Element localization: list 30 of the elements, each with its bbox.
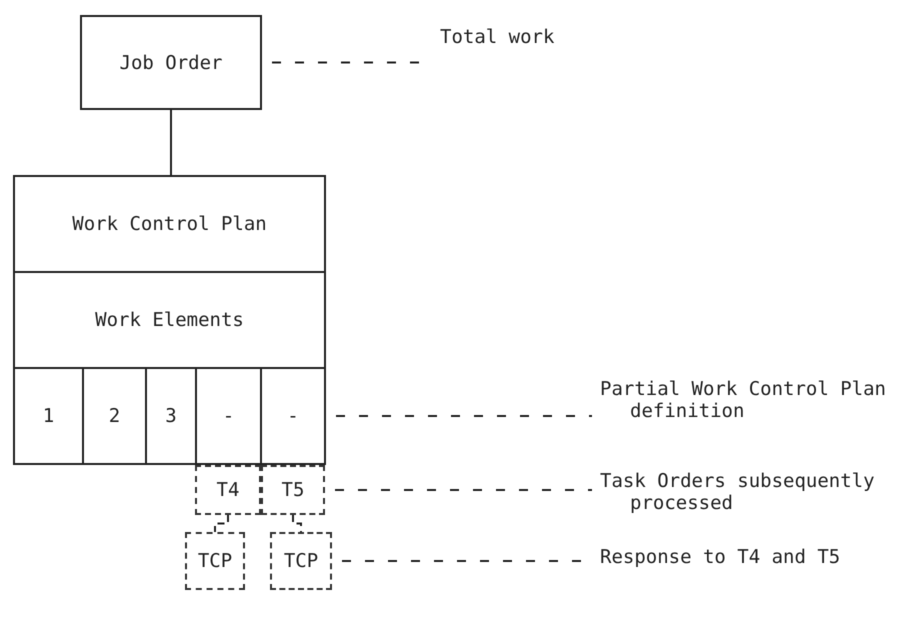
response-box [270,532,332,590]
box-label: TCP [198,550,232,572]
response-box [185,532,245,590]
box-label: 2 [108,405,120,427]
plan-box [13,175,326,273]
box-label: Job Order [120,52,222,74]
process-box [80,15,262,110]
element-cell [13,367,84,465]
note-text: Total work [440,26,554,48]
note-text: Response to T4 and T5 [600,546,840,568]
box-label: Work Elements [95,309,244,331]
note-text: Task Orders subsequently processed [600,470,876,514]
box-label: - [287,405,299,427]
connector-line [170,110,172,175]
dashed-connector [214,515,229,532]
leader-line [336,415,592,417]
dashed-connector [292,515,302,532]
note-text: Partial Work Control Plan definition [600,378,887,422]
box-label: T5 [282,479,304,501]
box-label: 1 [42,405,54,427]
leader-line [335,489,592,491]
plan-box [13,271,326,369]
box-label: - [222,405,234,427]
task-order-box [261,465,325,515]
box-label: TCP [284,550,318,572]
task-order-box [195,465,261,515]
element-cell [260,367,326,465]
box-label: T4 [216,479,240,501]
box-label: 3 [165,405,177,427]
box-label: Work Control Plan [72,213,267,235]
